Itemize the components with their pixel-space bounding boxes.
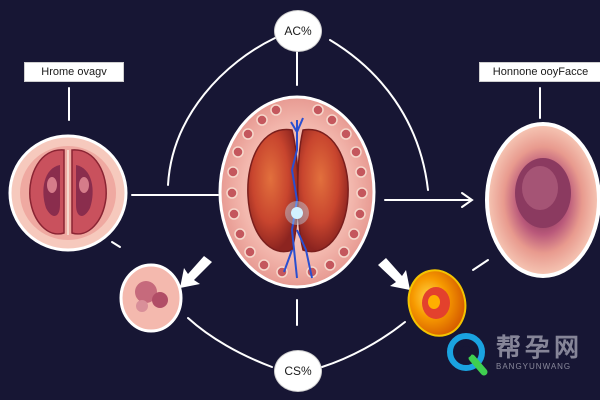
watermark: 帮孕网 BANGYUNWANG	[444, 328, 594, 378]
label-right-box: Honnone ooyFacce	[479, 62, 600, 82]
connector-bottom-left	[187, 317, 273, 368]
left-organ-illustration	[8, 134, 128, 252]
connector-right-lower	[472, 259, 489, 271]
watermark-title: 帮孕网	[496, 334, 584, 362]
center-vessel	[283, 120, 313, 279]
connector-top-left-arc	[167, 37, 276, 186]
center-lobe-right	[297, 128, 349, 253]
watermark-logo-icon	[447, 333, 488, 376]
arrow-down-left	[180, 256, 212, 288]
label-bottom: CS%	[274, 350, 322, 392]
connector-left-short	[111, 241, 121, 248]
center-vessel-top	[290, 117, 304, 135]
label-left-box: Hrome ovagv	[24, 62, 124, 82]
arrow-down-right	[378, 258, 410, 290]
right-follicle-illustration	[485, 122, 600, 278]
connector-bottom-right	[321, 321, 406, 368]
connectors	[68, 37, 541, 368]
corpus-luteum-illustration	[407, 269, 467, 337]
center-follicle-ring	[226, 104, 368, 278]
watermark-subtitle: BANGYUNWANG	[496, 362, 572, 371]
center-ovary-illustration	[218, 95, 376, 289]
connector-top-right-arc	[329, 39, 429, 191]
center-glow	[291, 207, 303, 219]
label-top: AC%	[274, 10, 322, 52]
small-cell-illustration	[119, 263, 183, 333]
connector-right-arrowhead	[461, 192, 474, 208]
